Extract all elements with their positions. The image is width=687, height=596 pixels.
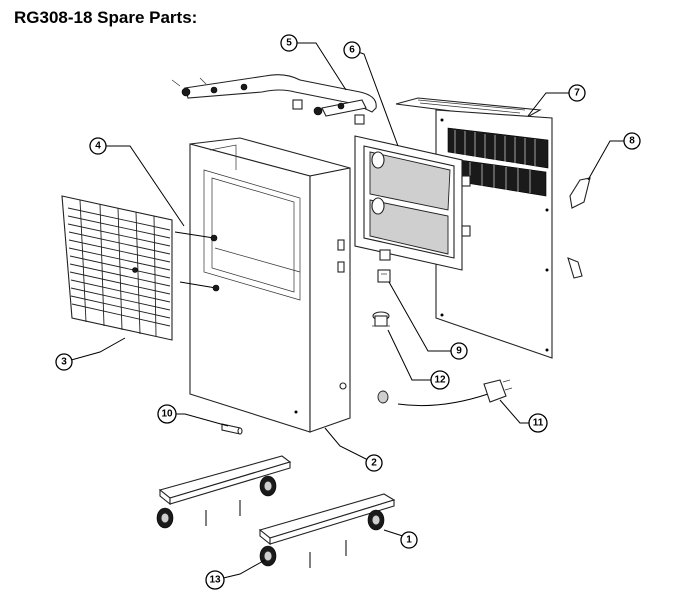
switch-part xyxy=(377,269,391,283)
callout-3: 3 xyxy=(55,353,73,371)
base-rail-front xyxy=(258,493,396,567)
callout-2: 2 xyxy=(365,454,383,472)
callout-6: 6 xyxy=(343,41,361,59)
svg-text:8: 8 xyxy=(629,136,635,147)
back-panel-part xyxy=(395,97,553,359)
svg-text:3: 3 xyxy=(61,357,67,368)
clip-part xyxy=(567,177,591,279)
svg-text:13: 13 xyxy=(209,575,221,586)
callout-12: 12 xyxy=(430,370,450,390)
cabinet-part xyxy=(189,137,351,433)
leader-lines xyxy=(63,42,632,581)
power-cord-part xyxy=(377,379,513,407)
base-rail-rear xyxy=(156,455,292,529)
pin-part xyxy=(221,423,243,435)
diagram-title: RG308-18 Spare Parts: xyxy=(14,8,198,27)
coil-module-part xyxy=(354,135,471,271)
callout-4: 4 xyxy=(89,137,107,155)
svg-text:6: 6 xyxy=(349,45,355,56)
callout-5: 5 xyxy=(280,34,298,52)
svg-text:9: 9 xyxy=(456,346,462,357)
svg-text:2: 2 xyxy=(371,458,377,469)
svg-text:4: 4 xyxy=(95,141,101,152)
callout-9: 9 xyxy=(450,342,468,360)
handle-part xyxy=(171,74,377,125)
callout-7: 7 xyxy=(568,84,586,102)
screw-part xyxy=(174,231,220,292)
svg-text:7: 7 xyxy=(574,88,580,99)
callout-1: 1 xyxy=(400,531,418,549)
front-grille-part xyxy=(61,195,173,341)
svg-text:12: 12 xyxy=(434,375,446,386)
callout-11: 11 xyxy=(528,413,548,433)
svg-text:5: 5 xyxy=(286,38,292,49)
svg-text:1: 1 xyxy=(406,535,412,546)
svg-text:10: 10 xyxy=(161,409,173,420)
callout-10: 10 xyxy=(157,404,177,424)
base-bolt-part xyxy=(205,500,347,568)
callout-13: 13 xyxy=(205,570,225,590)
callout-8: 8 xyxy=(623,132,641,150)
valve-part xyxy=(372,311,390,327)
svg-text:11: 11 xyxy=(533,418,544,429)
